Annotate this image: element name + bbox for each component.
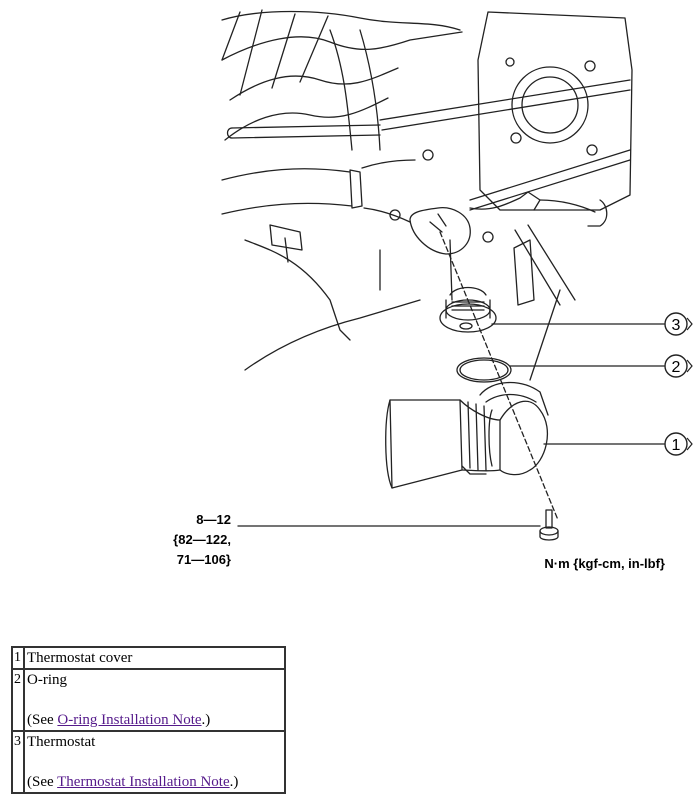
see-suffix: .) — [201, 712, 211, 728]
see-note: (See O-ring Installation Note.) — [27, 710, 282, 730]
table-row: 2 O-ring (See O-ring Installation Note.) — [11, 668, 286, 732]
assembly-axis — [439, 231, 559, 521]
part-number: 1 — [11, 646, 25, 670]
thermostat-installation-note-link[interactable]: Thermostat Installation Note — [57, 774, 230, 790]
torque-value: 8—12 — [196, 512, 231, 527]
part-name: O-ring — [27, 672, 67, 688]
callout-2-circle — [664, 354, 688, 378]
units-label: N·m {kgf-cm, in-lbf} — [544, 556, 665, 571]
callout-3: 3 — [672, 317, 681, 334]
bolt-part — [539, 509, 559, 541]
see-note: (See Thermostat Installation Note.) — [27, 772, 282, 792]
throttle-bore — [511, 66, 589, 144]
intake-runner-2 — [221, 31, 463, 61]
intake-runner-3 — [229, 67, 399, 101]
part-name: Thermostat — [27, 734, 96, 750]
upper-pipe — [379, 79, 631, 131]
part-description: Thermostat cover — [23, 646, 286, 670]
o-ring-installation-note-link[interactable]: O-ring Installation Note — [57, 712, 202, 728]
see-prefix: (See — [27, 774, 58, 790]
thermostat-exploded-diagram: 3 2 1 8—12 {82—122, 71—106} N·m {kgf-cm,… — [173, 9, 693, 571]
throttle-body — [477, 11, 633, 211]
engine-block — [244, 239, 421, 371]
thermostat-part — [439, 286, 497, 333]
callout-1-circle — [664, 432, 688, 456]
see-suffix: .) — [229, 774, 239, 790]
intake-runner-4 — [224, 97, 389, 141]
part-number: 2 — [11, 668, 25, 732]
part-description: Thermostat (See Thermostat Installation … — [23, 730, 286, 794]
part-name: Thermostat cover — [27, 650, 133, 666]
see-prefix: (See — [27, 712, 58, 728]
table-row: 1 Thermostat cover — [11, 646, 286, 670]
callout-1: 1 — [672, 437, 681, 454]
torque-kgfcm: {82—122, — [173, 532, 231, 547]
torque-inlbf: 71—106} — [177, 552, 231, 567]
o-ring-part — [456, 357, 512, 383]
left-hose — [221, 168, 353, 215]
part-number: 3 — [11, 730, 25, 794]
part-description: O-ring (See O-ring Installation Note.) — [23, 668, 286, 732]
table-row: 3 Thermostat (See Thermostat Installatio… — [11, 730, 286, 794]
parts-table: 1 Thermostat cover 2 O-ring (See O-ring … — [11, 646, 286, 794]
callout-3-circle — [664, 312, 688, 336]
thermostat-housing — [409, 207, 471, 255]
callout-2: 2 — [672, 359, 681, 376]
